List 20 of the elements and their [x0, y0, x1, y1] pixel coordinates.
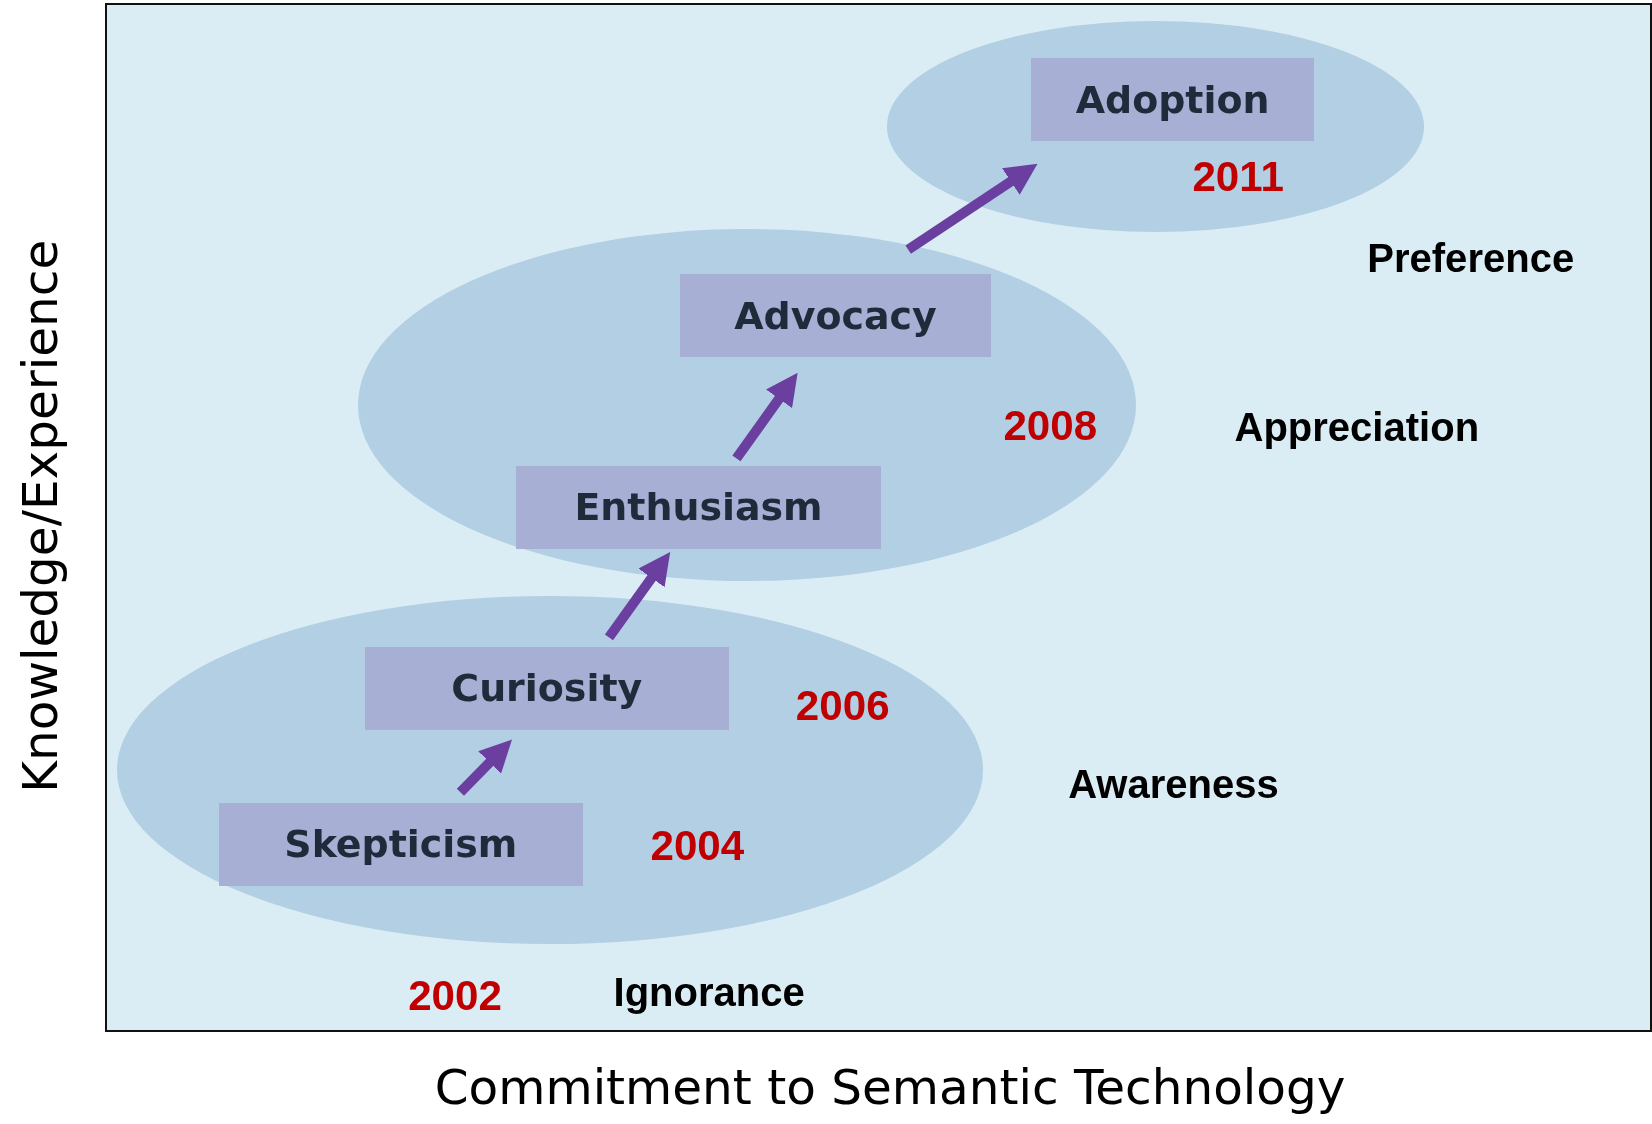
year-label: 2011: [1192, 156, 1284, 199]
stage-box: Adoption: [1031, 57, 1314, 142]
year-label: 2002: [408, 974, 502, 1017]
year-label: 2004: [650, 825, 745, 868]
stage-label: Appreciation: [1234, 406, 1480, 447]
axis-title: Knowledge/Experience: [15, 240, 65, 793]
arrow: [732, 372, 798, 462]
arrow: [456, 739, 512, 796]
stage-box: Skepticism: [219, 802, 583, 887]
year-label: 2006: [795, 684, 890, 728]
stage-box: Curiosity: [364, 646, 730, 731]
arrow: [905, 163, 1038, 254]
stage-box: Advocacy: [679, 273, 992, 358]
stage-label: Preference: [1367, 238, 1575, 279]
year-label: 2008: [1003, 404, 1098, 447]
stage-label: Awareness: [1068, 763, 1279, 804]
stage-box: Enthusiasm: [516, 465, 881, 549]
arrow: [604, 551, 671, 641]
axis-title: Commitment to Semantic Technology: [434, 1063, 1346, 1112]
stage-label: Ignorance: [613, 972, 805, 1013]
